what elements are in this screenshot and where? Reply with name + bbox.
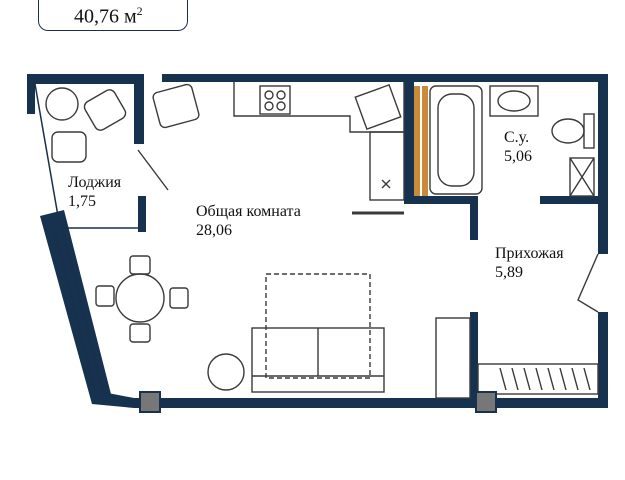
loggia-outline [34,83,59,217]
room-area: 28,06 [196,222,232,239]
column-right [475,391,497,413]
fridge [369,131,405,201]
room-label-bathroom: С.у. 5,06 [504,128,532,166]
bathtub [429,85,483,195]
loggia-door [137,149,169,191]
room-label-hallway: Прихожая 5,89 [495,244,564,282]
dining-chair-3 [129,323,151,343]
wall-bath-bottom-right [540,196,600,204]
room-area: 5,89 [495,264,523,281]
burner-4 [276,101,286,111]
wall-hall-left [470,196,478,240]
fridge-x [381,179,391,189]
total-area-label: 40,76 м2 [74,4,143,28]
window-line [51,221,97,395]
window-line-2 [59,219,105,395]
dining-chair-1 [129,255,151,275]
wall-top-left [27,74,139,84]
bath-tiles [414,86,428,196]
total-area-frame [38,0,188,31]
room-area: 1,75 [68,193,96,210]
room-name: С.у. [504,129,530,146]
stove [259,85,291,115]
toilet-tank [583,113,595,149]
loggia-table [45,87,79,121]
dining-chair-4 [95,285,115,307]
wall-window-corner [92,390,134,408]
room-label-living: Общая комната 28,06 [196,202,301,240]
burner-3 [264,101,274,111]
wall-right-lower [598,312,608,408]
wall-bottom [134,398,608,408]
dining-chair-2 [169,287,189,309]
room-name: Лоджия [68,174,122,191]
cabinet [435,317,471,399]
room-label-loggia: Лоджия 1,75 [68,173,121,211]
column-left [139,391,161,413]
wall-window-slant [40,210,112,404]
loggia-chair-2 [51,131,87,163]
wardrobe [477,363,599,395]
furniture [45,82,599,399]
wall-right-upper [598,74,608,254]
washbasin [497,90,531,112]
burner-2 [276,90,286,100]
room-name: Общая комната [196,203,301,220]
dining-table [115,273,165,323]
burner-1 [264,90,274,100]
shaft-x [569,157,595,197]
room-name: Прихожая [495,245,564,262]
wardrobe-hangers [499,367,591,391]
wall-outlines [34,83,144,395]
entrance-door [577,253,599,313]
side-table [207,353,245,391]
kitchen-counter [233,82,405,133]
bed-outline [265,273,371,379]
wall-bath-bottom [404,196,478,204]
ventilation-shaft [569,157,595,197]
columns [139,391,497,413]
toilet-bowl [551,118,585,144]
wall-top-main [162,74,608,82]
loggia-chair-1 [83,89,127,131]
wall-loggia-divider-low [138,196,146,232]
wall-hall-closet [470,312,478,402]
armchair [152,83,200,129]
washbasin-counter [489,85,539,117]
kitchen-sink [354,83,402,131]
bathtub-inner [437,93,475,187]
room-area: 5,06 [504,148,532,165]
wall-loggia-divider [134,74,144,144]
wall-bath-left [404,74,414,204]
wall-left-stub [27,74,35,114]
